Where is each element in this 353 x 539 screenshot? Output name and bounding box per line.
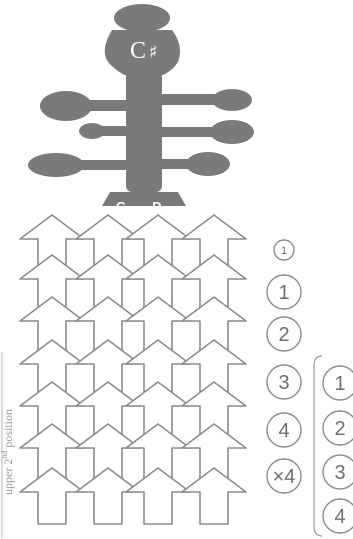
string-label-g: G [116,199,126,214]
scroll-pegbox [28,4,254,206]
finger-column-1: 1 1 2 3 4 ×4 [267,240,301,493]
finger-arrow-grid [20,215,246,524]
finger-arrow [126,468,190,524]
finger-arrow [20,468,84,524]
finger-number: 3 [334,462,345,484]
string-label-d: D [152,199,161,214]
finger-circle: 1 [323,366,353,400]
key-note: C [130,38,146,64]
key-label: C ♯ [130,38,158,64]
finger-circle: 1 [274,240,294,260]
finger-circle: 4 [267,413,301,447]
finger-number: 2 [334,418,345,440]
finger-number: 1 [278,282,289,304]
finger-number: ×4 [273,466,296,488]
finger-circle: 3 [267,365,301,399]
string-label-a: A [188,199,198,214]
finger-arrow [182,468,246,524]
finger-number: 4 [278,420,289,442]
finger-number: 3 [278,372,289,394]
position-label: upper 2nd position [0,387,14,517]
finger-circle: 4 [323,499,353,533]
finger-circle: 2 [267,317,301,351]
finger-column-2: 1 2 3 4 [323,366,353,533]
finger-number: 1 [281,245,287,257]
finger-number: 4 [334,506,345,528]
key-accidental: ♯ [149,42,158,63]
finger-number: 2 [278,324,289,346]
finger-circle: 1 [267,275,301,309]
finger-circle: 3 [323,455,353,489]
string-label-c: C [78,199,88,214]
finger-column-2-bracket [314,356,322,536]
finger-number: 1 [334,373,345,395]
finger-circle: 2 [323,411,353,445]
finger-circle: ×4 [267,459,301,493]
finger-arrow [76,468,140,524]
